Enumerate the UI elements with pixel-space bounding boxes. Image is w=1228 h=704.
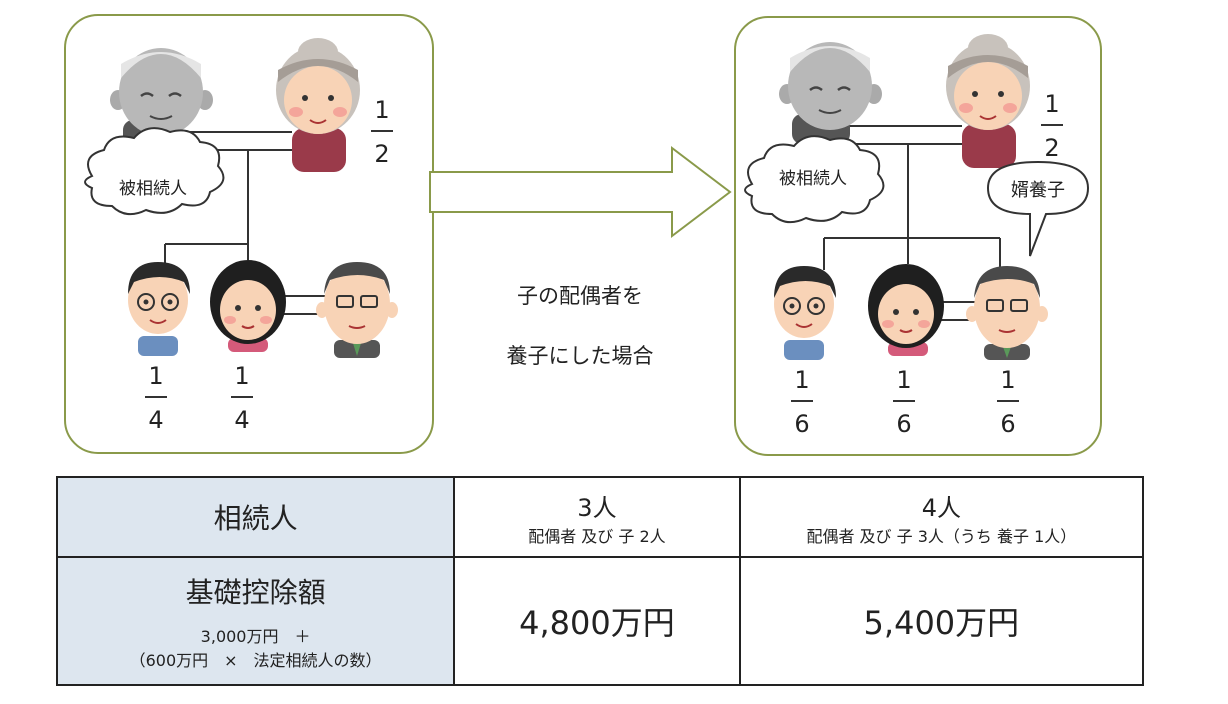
- right-deceased-label: 被相続人: [779, 169, 847, 189]
- heirs-case1-cell: 3人 配偶者 及び 子 2人: [453, 476, 741, 558]
- arrow-caption-line1: 子の配偶者を: [517, 284, 643, 308]
- right-deceased-grandpa-icon: [779, 42, 882, 144]
- right-adopted-son-in-law-icon: [966, 266, 1048, 360]
- heirs-header-cell: 相続人: [55, 476, 456, 558]
- fraction-denominator: 6: [1000, 410, 1016, 438]
- adoptee-speech-bubble-icon: [986, 160, 1090, 257]
- heirs-case1-count: 3人: [577, 493, 617, 522]
- right-spouse-grandma-icon: [946, 34, 1030, 168]
- fraction-numerator: 1: [148, 362, 164, 390]
- table-row: 基礎控除額 3,000万円 ＋ （600万円 × 法定相続人の数） 4,800万…: [55, 556, 1145, 686]
- fraction-numerator: 1: [1044, 90, 1060, 118]
- deduction-formula-line1: 3,000万円 ＋: [200, 627, 311, 646]
- heirs-case1-detail: 配偶者 及び 子 2人: [528, 526, 666, 546]
- fraction-bar: [997, 400, 1019, 402]
- right-child1-fraction: 1 6: [782, 368, 822, 436]
- right-spouse-fraction: 1 2: [1032, 92, 1072, 160]
- left-child-boy-icon: [128, 262, 190, 356]
- heirs-case2-cell: 4人 配偶者 及び 子 3人（うち 養子 1人）: [738, 476, 1145, 558]
- spouse-grandma-icon: [276, 38, 360, 172]
- left-child1-fraction: 1 4: [136, 364, 176, 432]
- fraction-denominator: 4: [234, 406, 250, 434]
- fraction-bar: [893, 400, 915, 402]
- left-deceased-label: 被相続人: [119, 179, 187, 199]
- deduction-label: 基礎控除額: [185, 576, 326, 609]
- fraction-bar: [145, 396, 167, 398]
- fraction-numerator: 1: [374, 96, 390, 124]
- fraction-bar: [371, 130, 393, 132]
- right-arrow-icon: [429, 145, 732, 239]
- left-spouse-fraction: 1 2: [362, 98, 402, 166]
- arrow-caption-line2: 養子にした場合: [506, 344, 654, 368]
- deduction-case1-amount: 4,800万円: [519, 604, 675, 642]
- left-child2-fraction: 1 4: [222, 364, 262, 432]
- fraction-denominator: 2: [374, 140, 390, 168]
- deduction-formula-line2: （600万円 × 法定相続人の数）: [129, 651, 382, 670]
- adoptee-bubble-label: 婿養子: [1011, 180, 1065, 201]
- fraction-numerator: 1: [234, 362, 250, 390]
- fraction-numerator: 1: [794, 366, 810, 394]
- heirs-case2-count: 4人: [921, 493, 961, 522]
- right-deceased-cloud-icon: [744, 135, 885, 224]
- right-child3-fraction: 1 6: [988, 368, 1028, 436]
- right-relation-lines: [823, 125, 1001, 321]
- right-child-boy-icon: [774, 266, 836, 360]
- deduction-case2-cell: 5,400万円: [738, 556, 1145, 686]
- fraction-denominator: 2: [1044, 134, 1060, 162]
- fraction-denominator: 6: [896, 410, 912, 438]
- fraction-bar: [1041, 124, 1063, 126]
- deduction-case2-amount: 5,400万円: [863, 604, 1020, 642]
- right-child2-fraction: 1 6: [884, 368, 924, 436]
- fraction-numerator: 1: [1000, 366, 1016, 394]
- deceased-grandpa-icon: [110, 48, 213, 150]
- deduction-header-cell: 基礎控除額 3,000万円 ＋ （600万円 × 法定相続人の数）: [55, 556, 456, 686]
- deduction-case1-cell: 4,800万円: [453, 556, 741, 686]
- left-child-girl-icon: [210, 260, 286, 352]
- left-child-spouse-icon: [316, 262, 398, 358]
- fraction-denominator: 6: [794, 410, 810, 438]
- left-deceased-cloud-icon: [84, 127, 225, 216]
- heirs-case2-detail: 配偶者 及び 子 3人（うち 養子 1人）: [806, 526, 1077, 546]
- right-child-girl-icon: [868, 264, 944, 356]
- family-diagram: [84, 34, 1090, 360]
- fraction-bar: [791, 400, 813, 402]
- fraction-denominator: 4: [148, 406, 164, 434]
- deduction-comparison-table: 相続人 3人 配偶者 及び 子 2人 4人 配偶者 及び 子 3人（うち 養子 …: [55, 476, 1145, 686]
- table-row: 相続人 3人 配偶者 及び 子 2人 4人 配偶者 及び 子 3人（うち 養子 …: [55, 476, 1145, 558]
- heirs-label: 相続人: [213, 502, 298, 535]
- fraction-numerator: 1: [896, 366, 912, 394]
- fraction-bar: [231, 396, 253, 398]
